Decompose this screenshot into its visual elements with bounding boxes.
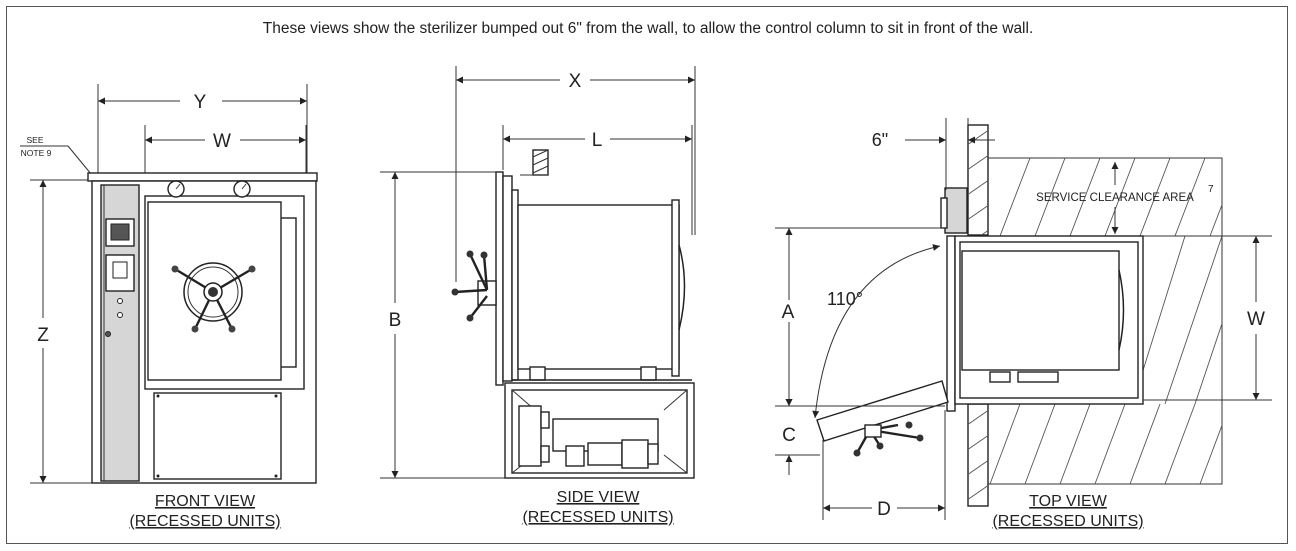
top-view-title: TOP VIEW — [1029, 493, 1108, 510]
dim-w-top-label: W — [1247, 309, 1265, 330]
door-handwheel — [171, 262, 256, 333]
dim-z-label: Z — [37, 325, 49, 346]
front-view: Y W Z SEE NOTE 9 — [20, 84, 318, 530]
dim-l-label: L — [592, 130, 603, 151]
door-swing-arc — [812, 244, 941, 419]
top-control-column — [944, 187, 968, 234]
open-door — [816, 380, 949, 457]
service-clearance-superscript: 7 — [1208, 184, 1214, 195]
note-see: SEE — [26, 135, 43, 145]
side-handwheel — [451, 250, 497, 322]
dim-w-front-label: W — [213, 131, 231, 152]
dim-x-label: X — [569, 71, 582, 92]
service-area-hatch-upper — [999, 158, 1222, 236]
side-view-title: SIDE VIEW — [557, 489, 641, 506]
top-chamber — [961, 250, 1120, 371]
side-view: X L B — [380, 66, 696, 526]
caption: These views show the sterilizer bumped o… — [262, 20, 1034, 37]
service-clearance-label: SERVICE CLEARANCE AREA — [1036, 192, 1194, 204]
front-view-subtitle: (RECESSED UNITS) — [129, 513, 280, 530]
dim-d-label: D — [877, 499, 891, 520]
top-view-subtitle: (RECESSED UNITS) — [992, 513, 1143, 530]
side-view-subtitle: (RECESSED UNITS) — [522, 509, 673, 526]
chamber — [517, 204, 680, 370]
dim-y-label: Y — [194, 92, 207, 113]
service-area-hatch-lower — [989, 404, 1222, 484]
top-view: SERVICE CLEARANCE AREA 7 110° — [775, 118, 1272, 530]
dim-c-label: C — [782, 425, 796, 446]
front-view-title: FRONT VIEW — [155, 493, 256, 510]
dim-a-label: A — [782, 302, 795, 323]
dim-b-label: B — [389, 310, 402, 331]
door-swing-angle: 110° — [827, 289, 863, 309]
dim-6in-label: 6" — [872, 130, 888, 150]
note-number: NOTE 9 — [21, 148, 52, 158]
